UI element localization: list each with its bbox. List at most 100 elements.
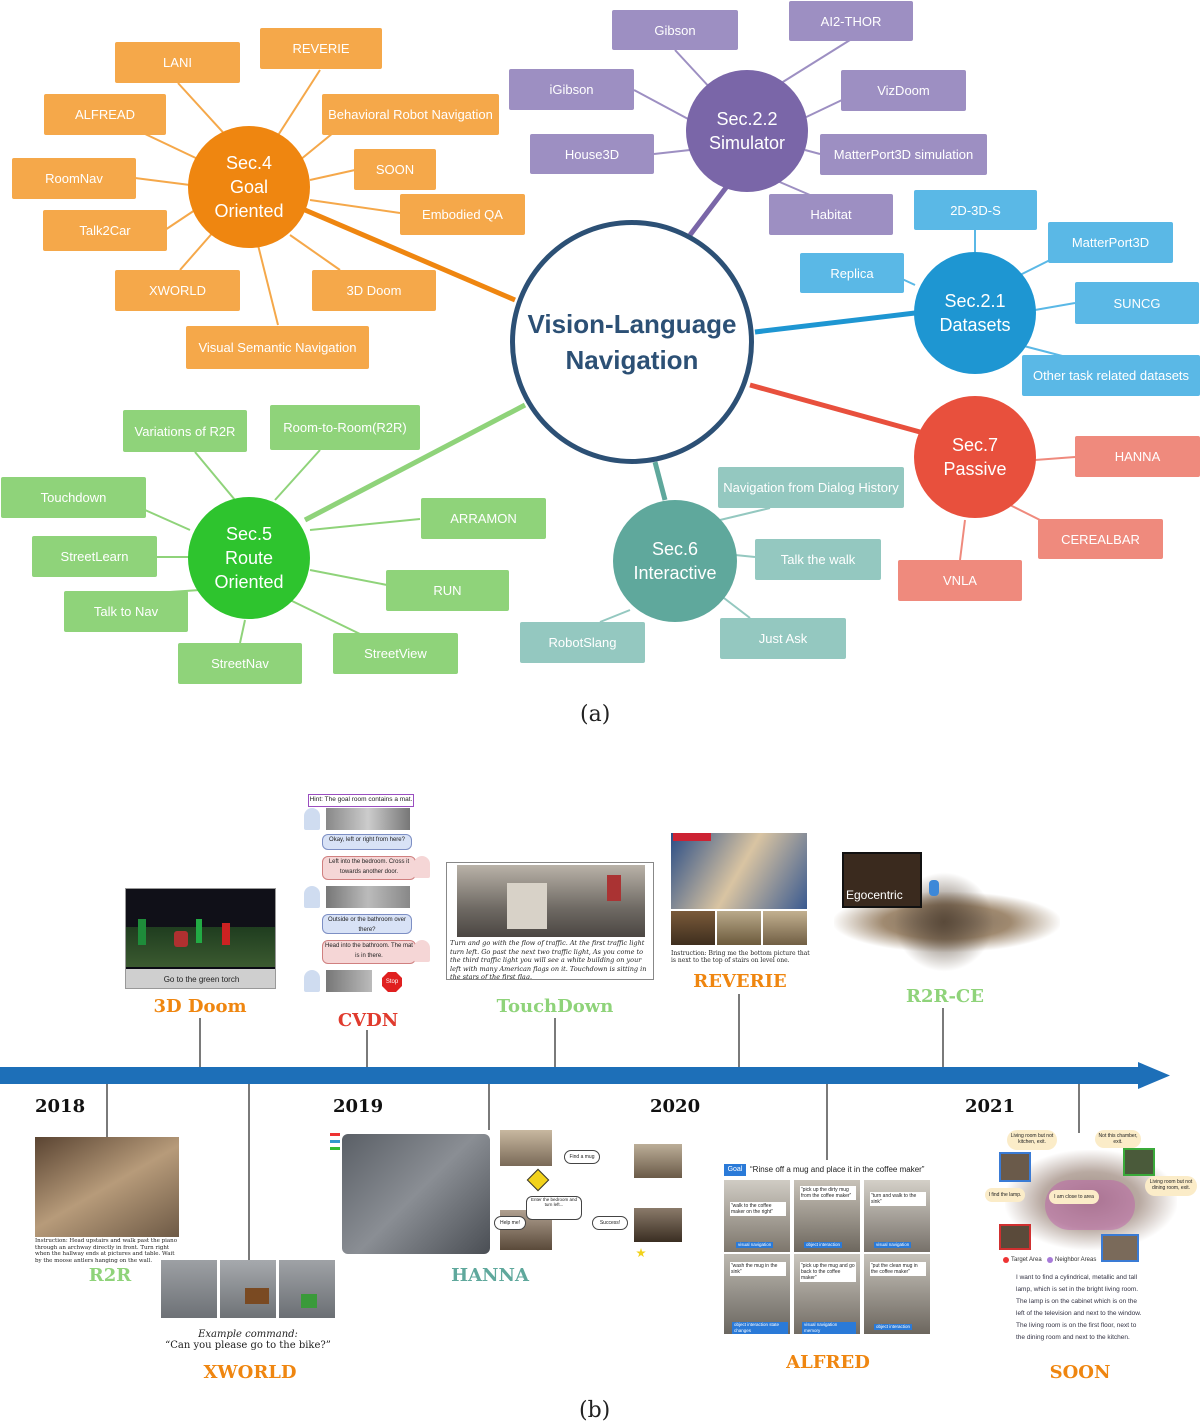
sim-leaf-vizdoom: VizDoom (841, 70, 966, 111)
alfred-tag-2: object interaction (804, 1242, 843, 1248)
goal-leaf-visual-semantic: Visual Semantic Navigation (186, 326, 369, 369)
passive-leaf-cerealbar: CEREALBAR (1038, 519, 1163, 559)
sim-leaf-matterport-sim: MatterPort3D simulation (820, 134, 987, 175)
data-leaf-replica: Replica (800, 253, 904, 293)
soon-legend-neighbor: Neighbor Areas (1055, 1257, 1097, 1263)
alfred-tag-6: object interaction (874, 1324, 913, 1330)
thumb-touchdown: Turn and go with the flow of traffic. At… (446, 862, 654, 980)
cvdn-q2: Outside or the bathroom over there? (322, 914, 412, 934)
sim-leaf-gibson: Gibson (612, 10, 738, 50)
route-leaf-arramon: ARRAMON (421, 498, 546, 539)
tl-label-reverie: REVERIE (693, 971, 787, 992)
data-leaf-suncg: SUNCG (1075, 282, 1199, 324)
inter-leaf-talk-the-walk: Talk the walk (755, 539, 881, 580)
route-leaf-run: RUN (386, 570, 509, 611)
thumb-r2r (35, 1137, 179, 1237)
goal-leaf-alfread: ALFREAD (44, 94, 166, 135)
data-leaf-matterport3d: MatterPort3D (1048, 222, 1173, 263)
goal-leaf-lani: LANI (115, 42, 240, 83)
tl-label-3d-doom: 3D Doom (153, 996, 247, 1017)
tl-label-r2r: R2R (88, 1265, 132, 1286)
soon-instruction: I want to find a cylindrical, metallic a… (1016, 1274, 1142, 1341)
thumb-r2r-ce: Egocentric (834, 852, 1060, 978)
caption-a: (a) (580, 702, 611, 727)
sim-leaf-habitat: Habitat (769, 194, 893, 235)
doom-caption: Go to the green torch (126, 969, 275, 988)
data-leaf-2d3ds: 2D-3D-S (914, 190, 1037, 230)
thumb-soon: Living room but not kitchen, exit. Not t… (985, 1130, 1197, 1266)
cvdn-hint: Hint: The goal room contains a mat. (308, 794, 414, 807)
xworld-caption-2: “Can you please go to the bike?” (165, 1340, 331, 1351)
reverie-instruction: Instruction: Bring me the bottom picture… (671, 950, 810, 964)
thumb-reverie (671, 833, 807, 949)
goal-leaf-behavioral: Behavioral Robot Navigation (322, 94, 499, 135)
soon-bubble-5: I am close to area (1049, 1190, 1099, 1204)
cvdn-a1: Left into the bedroom. Cross it towards … (322, 856, 416, 880)
hanna-bubble-success: Success! (592, 1216, 628, 1230)
hanna-bubble-find-mug: Find a mug (564, 1150, 600, 1164)
goal-leaf-soon: SOON (354, 149, 436, 190)
tl-label-hanna: HANNA (451, 1265, 529, 1286)
route-leaf-streetlearn: StreetLearn (32, 536, 157, 577)
center-vln-node: Vision-Language Navigation (510, 220, 754, 464)
tl-label-alfred: ALFRED (786, 1352, 870, 1373)
route-leaf-r2r: Room-to-Room(R2R) (270, 405, 420, 450)
route-leaf-variations-r2r: Variations of R2R (123, 410, 247, 452)
r2r-instruction: Instruction: Head upstairs and walk past… (35, 1238, 178, 1264)
goal-leaf-roomnav: RoomNav (12, 158, 136, 199)
goal-leaf-3d-doom: 3D Doom (312, 270, 436, 311)
alfred-tag-4: object interaction state changes (732, 1322, 788, 1334)
tl-label-xworld: XWORLD (203, 1362, 297, 1383)
tl-label-touchdown: TouchDown (496, 996, 614, 1017)
soon-bubble-4: I find the lamp. (985, 1188, 1025, 1202)
alfred-goal-text: “Rinse off a mug and place it in the cof… (750, 1165, 925, 1174)
soon-bubble-2: Not this chamber, exit. (1095, 1130, 1141, 1148)
cvdn-a2: Head into the bathroom. The mat is in th… (322, 940, 416, 964)
hanna-bubble-enter: Enter the bedroom and turn left... (526, 1196, 582, 1220)
thumb-hanna: Find a mug Help me! Enter the bedroom an… (330, 1130, 690, 1260)
sim-leaf-igibson: iGibson (509, 69, 634, 110)
year-2021: 2021 (965, 1096, 1016, 1117)
alfred-step-6: “put the clean mug in the coffee maker” (870, 1262, 926, 1276)
route-leaf-streetview: StreetView (333, 633, 458, 674)
sim-leaf-ai2thor: AI2-THOR (789, 1, 913, 41)
center-title-line1: Vision-Language (527, 309, 737, 339)
inter-leaf-robotslang: RobotSlang (520, 622, 645, 663)
data-leaf-other: Other task related datasets (1022, 355, 1200, 396)
passive-leaf-vnla: VNLA (898, 560, 1022, 601)
year-2018: 2018 (35, 1096, 86, 1117)
xworld-caption-1: Example command: (198, 1329, 298, 1340)
tl-label-cvdn: CVDN (337, 1010, 399, 1031)
alfred-step-4: “wash the mug in the sink” (730, 1262, 786, 1276)
tl-label-soon: SOON (1049, 1362, 1111, 1383)
tl-label-r2r-ce: R2R-CE (906, 986, 984, 1007)
thumb-alfred: Goal “Rinse off a mug and place it in th… (724, 1162, 934, 1340)
sim-leaf-house3d: House3D (530, 134, 654, 174)
alfred-goal-tag: Goal (724, 1164, 746, 1176)
alfred-step-1: “walk to the coffee maker on the right” (730, 1202, 786, 1216)
caption-b: (b) (579, 1398, 611, 1423)
goal-leaf-reverie: REVERIE (260, 28, 382, 69)
route-leaf-streetnav: StreetNav (178, 643, 302, 684)
alfred-tag-3: visual navigation (874, 1242, 912, 1248)
year-2020: 2020 (650, 1096, 701, 1117)
hanna-bubble-help: Help me! (494, 1216, 526, 1230)
cvdn-stop-sign: Stop (382, 972, 402, 992)
center-title-line2: Navigation (565, 345, 699, 375)
alfred-tag-5: visual navigation memory (802, 1322, 856, 1334)
r2r-ce-egocentric-label: Egocentric (846, 888, 903, 902)
alfred-step-5: “pick up the mug and go back to the coff… (800, 1262, 856, 1282)
thumb-xworld (161, 1260, 335, 1318)
thumb-cvdn: Hint: The goal room contains a mat. Okay… (302, 794, 432, 996)
route-leaf-touchdown: Touchdown (1, 477, 146, 518)
passive-leaf-hanna: HANNA (1075, 436, 1200, 477)
thumb-3d-doom: Go to the green torch (125, 888, 276, 989)
inter-leaf-dialog-history: Navigation from Dialog History (718, 467, 904, 508)
